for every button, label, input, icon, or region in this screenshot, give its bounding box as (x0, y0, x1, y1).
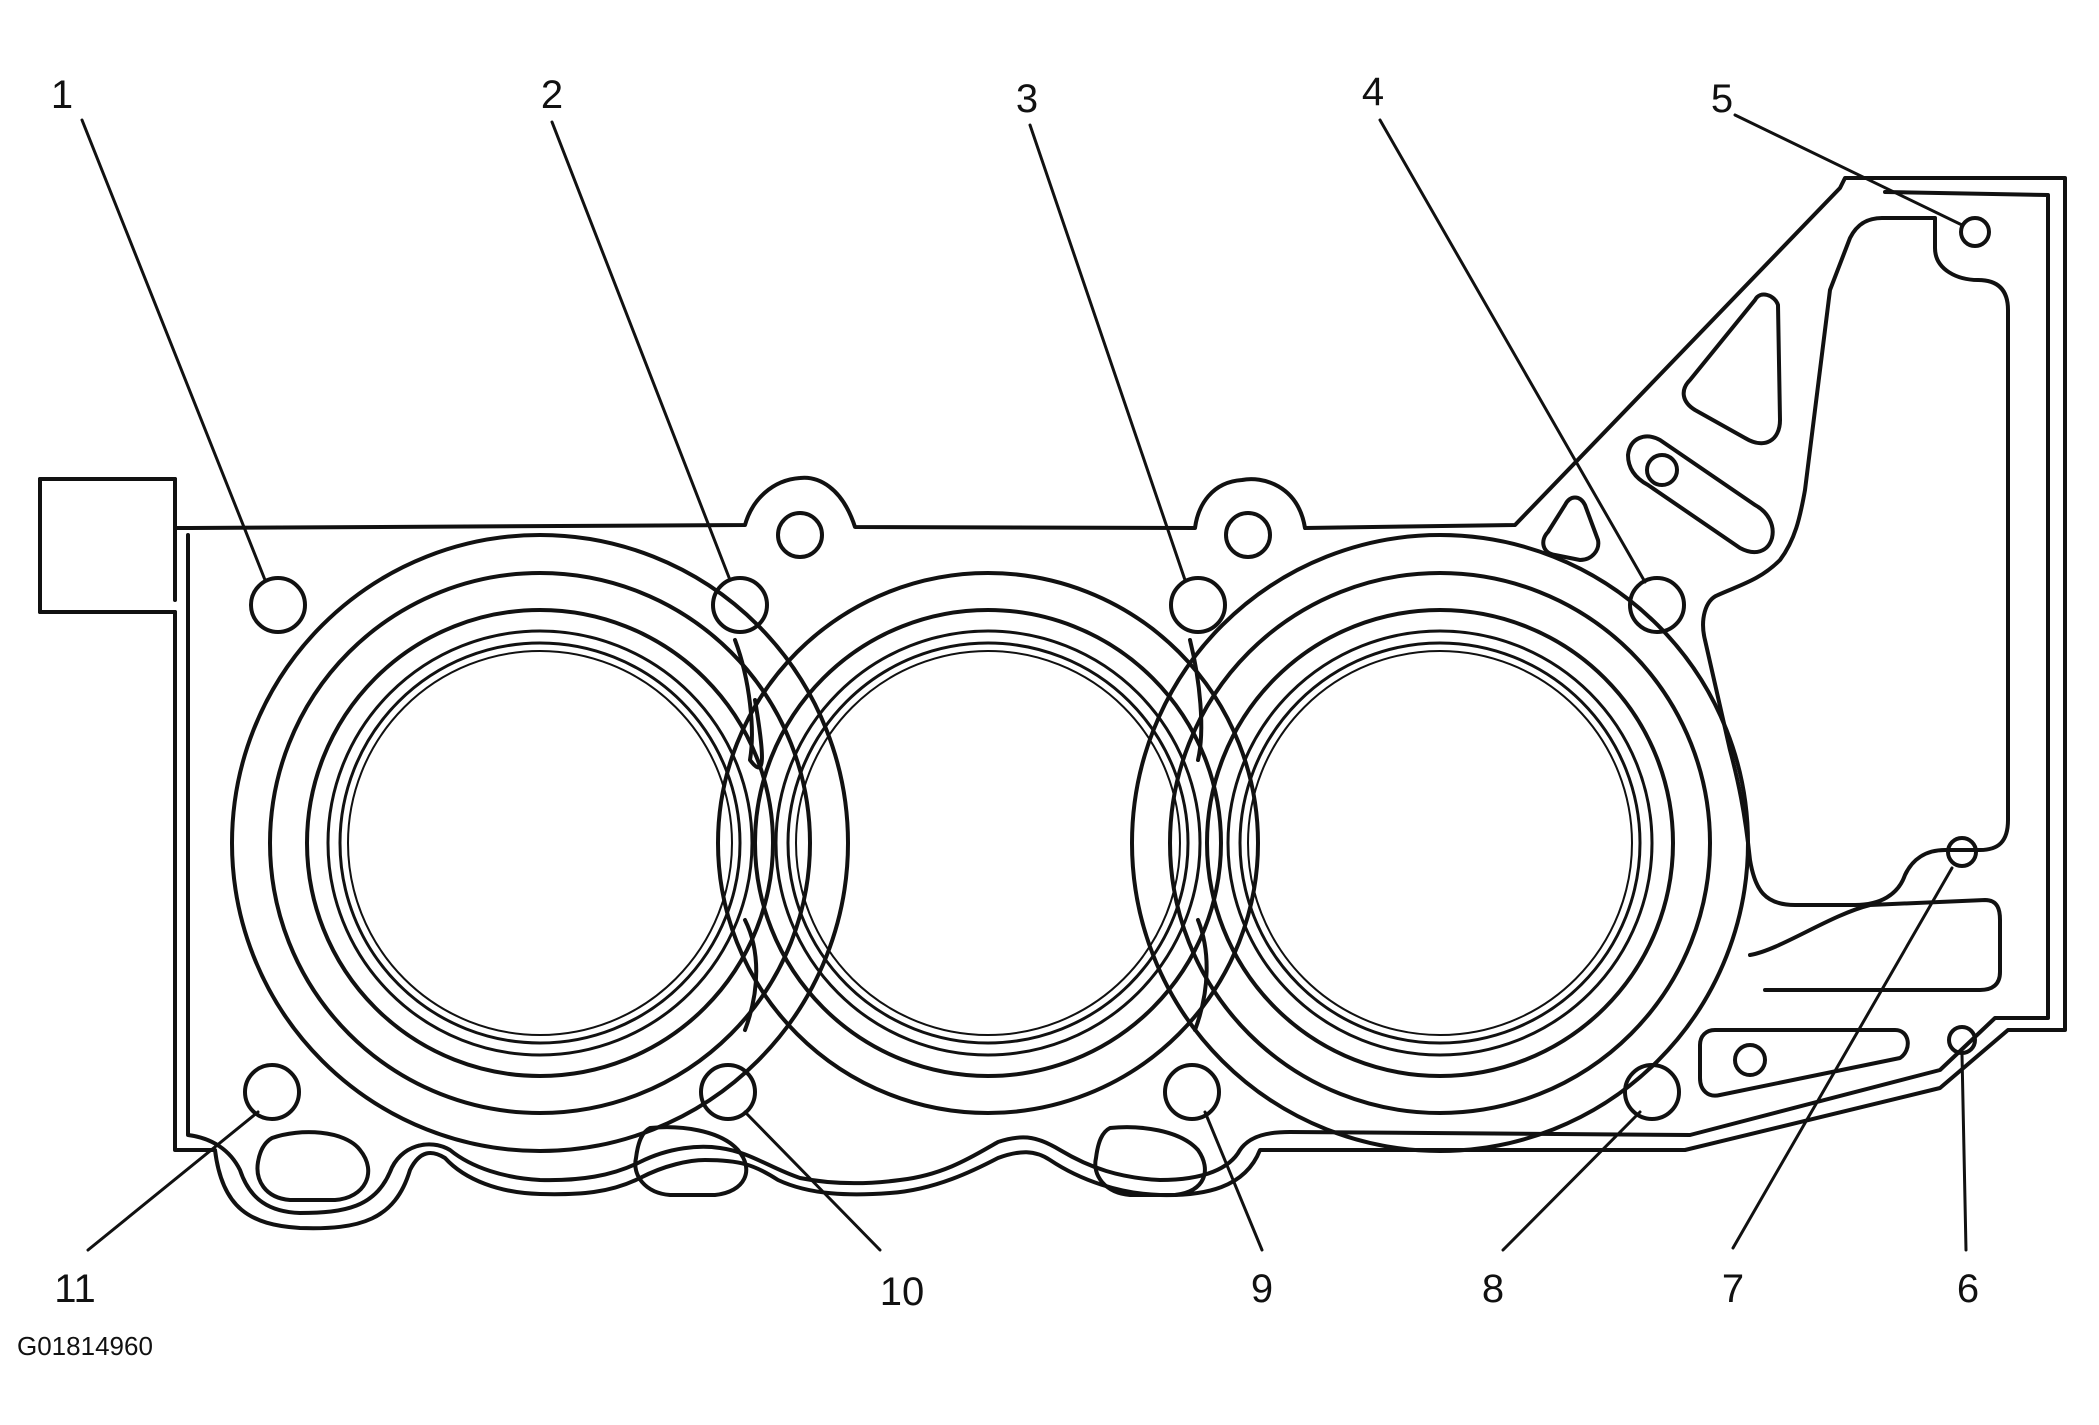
callout-2: 2 (541, 73, 563, 117)
callout-4: 4 (1362, 70, 1384, 114)
lower-right-slot (1698, 1028, 1910, 1098)
coolant-slot-3 (1093, 1125, 1207, 1197)
left-flange (38, 477, 177, 614)
bore-neck-bottom-right (1193, 918, 1209, 1032)
bore-neck-top-right (1188, 638, 1204, 762)
callout-6: 6 (1957, 1267, 1979, 1311)
leader-line-6 (1960, 1052, 1968, 1252)
leader-line-8 (1501, 1110, 1642, 1252)
upper-boss-left (776, 511, 824, 559)
callout-8: 8 (1482, 1267, 1504, 1311)
bolt-hole-1 (249, 576, 307, 634)
bolt-hole-11 (243, 1063, 301, 1121)
callout-1: 1 (51, 73, 73, 117)
cylinder-bore-3 (1130, 533, 1750, 1153)
leader-line-2 (550, 120, 732, 582)
cylinder-bore-2 (716, 571, 1260, 1115)
coolant-slot-2 (633, 1125, 749, 1197)
bolt-hole-3 (1169, 576, 1227, 634)
leader-line-4 (1378, 118, 1647, 584)
bolt-hole-4 (1628, 576, 1686, 634)
bore-neck-top-left (733, 638, 764, 770)
leader-line-10 (743, 1110, 882, 1252)
bolt-hole-7 (1946, 836, 1978, 868)
gasket-inner-channel (186, 190, 2050, 1215)
leader-line-3 (1028, 123, 1187, 582)
callout-10: 10 (880, 1270, 925, 1314)
triangle-cutout-upper (1681, 292, 1782, 446)
bore-neck-bottom-left (743, 918, 759, 1032)
cylinder-bore-1 (230, 533, 850, 1153)
upper-boss-right (1224, 511, 1272, 559)
gasket-outline (38, 176, 2067, 1231)
figure-id: G01814960 (17, 1331, 153, 1361)
lower-right-slot-hole (1733, 1043, 1767, 1077)
diagonal-slot (1626, 434, 1775, 555)
callout-11: 11 (54, 1267, 96, 1311)
leader-line-1 (80, 118, 267, 582)
bolt-hole-9 (1163, 1063, 1221, 1121)
small-triangle-cutout (1541, 495, 1601, 562)
callout-3: 3 (1016, 77, 1038, 121)
callout-9: 9 (1251, 1267, 1273, 1311)
leader-line-7 (1731, 866, 1954, 1250)
leader-line-5 (1733, 113, 1964, 227)
bolt-hole-8 (1623, 1063, 1681, 1121)
bolt-hole-10 (699, 1063, 757, 1121)
bolt-hole-2 (711, 576, 769, 634)
coolant-slot-1 (255, 1130, 371, 1202)
lower-right-channel (1748, 898, 2002, 992)
bolt-hole-5 (1959, 216, 1991, 248)
callout-7: 7 (1722, 1267, 1744, 1311)
callout-5: 5 (1711, 77, 1733, 121)
leader-line-11 (86, 1110, 260, 1252)
diagonal-slot-hole (1645, 453, 1679, 487)
leader-line-9 (1203, 1110, 1264, 1252)
right-channel (1701, 216, 2010, 907)
